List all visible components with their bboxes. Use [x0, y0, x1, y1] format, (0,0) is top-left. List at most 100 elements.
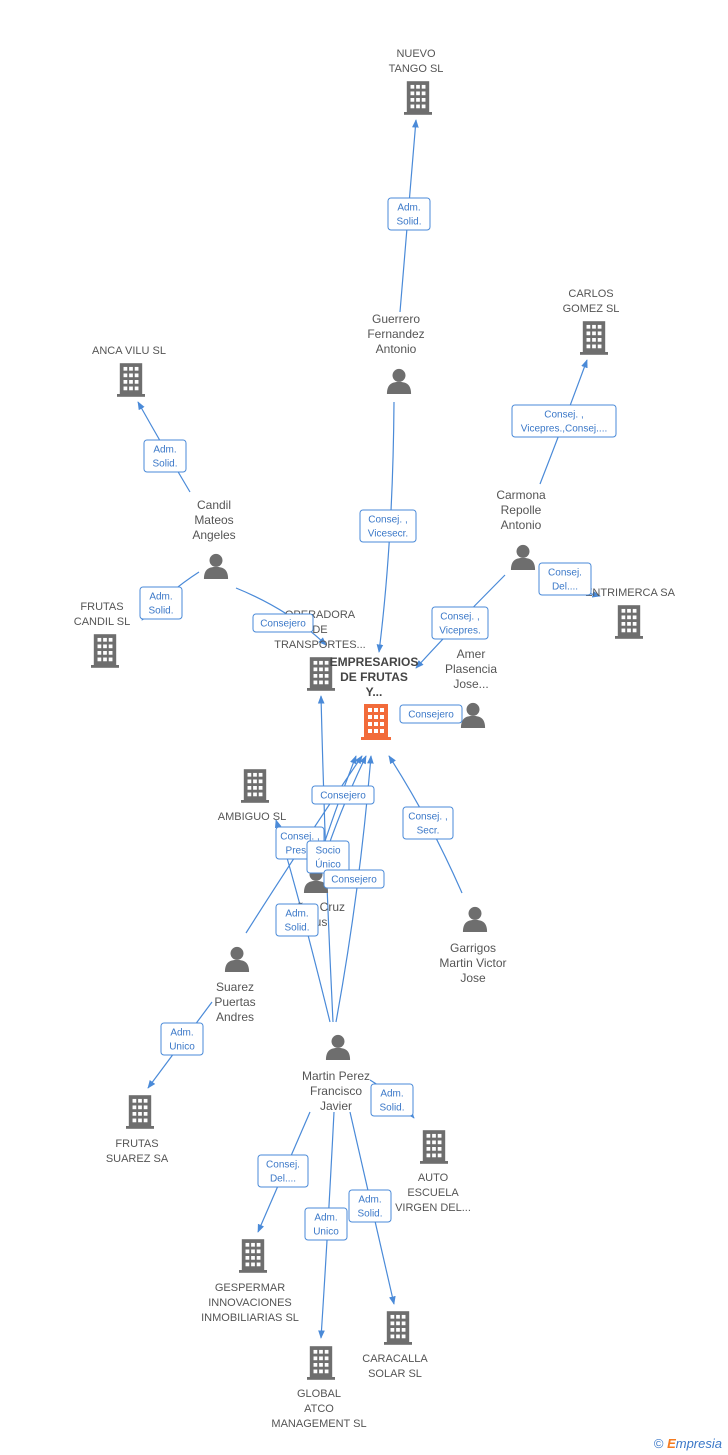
- edge-label[interactable]: Consej. Del....: [257, 1154, 309, 1188]
- edge-label[interactable]: Consej. ,Secr.: [402, 806, 454, 840]
- edge-label[interactable]: Consej. ,Vicepres.,Consej....: [511, 404, 617, 438]
- company-label-line: TRANSPORTES...: [274, 639, 365, 651]
- edge-label-box: [402, 806, 454, 840]
- building-icon: [384, 1311, 412, 1345]
- edge-label-box: [538, 562, 592, 596]
- company-label-line: INMOBILIARIAS SL: [201, 1312, 299, 1324]
- edge-label[interactable]: Consej.Del....: [538, 562, 592, 596]
- company-label-line: ATCO: [304, 1403, 334, 1415]
- edge-label-line: Consejero: [331, 875, 377, 886]
- edge-labels: Adm.Solid.Consej. ,Vicepres.,Consej....A…: [139, 197, 617, 1241]
- person-icon: [224, 946, 250, 972]
- edge-label[interactable]: Adm.Solid.: [348, 1189, 392, 1223]
- company-label-line: VIRGEN DEL...: [395, 1202, 471, 1214]
- edge-label-text: Consejero: [408, 710, 454, 721]
- edge-label-line: Unico: [313, 1227, 339, 1238]
- edge-label[interactable]: Consej. ,Vicepres.: [431, 606, 489, 640]
- edge-label[interactable]: Consejero: [311, 785, 375, 805]
- edge-label[interactable]: Adm.Unico: [160, 1022, 204, 1056]
- building-icon: [307, 1346, 335, 1380]
- edge-label-line: Consej.: [548, 568, 582, 579]
- edge-label-text: Consej. , Vicesecr.: [368, 515, 408, 540]
- edge-label-line: Solid.: [152, 459, 177, 470]
- person-label-line: Jose: [460, 971, 486, 985]
- building-icon: [241, 769, 269, 803]
- person-label-line: Puertas: [214, 995, 255, 1009]
- edge-label-text: Consejero: [331, 875, 377, 886]
- person-label-line: Javier: [320, 1099, 352, 1113]
- edge-label-line: Solid.: [148, 606, 173, 617]
- company-label-line: SOLAR SL: [368, 1368, 422, 1380]
- edge-label-line: Vicesecr.: [368, 529, 408, 540]
- person-label-line: Garrigos: [450, 941, 496, 955]
- edge-label[interactable]: Adm.Solid.: [387, 197, 431, 231]
- edge-label-line: Adm.: [170, 1028, 193, 1039]
- company-node-anca-vilu[interactable]: ANCA VILU SL: [92, 345, 166, 397]
- person-label-line: Amer: [457, 647, 486, 661]
- edge-label-text: Consejero: [260, 619, 306, 630]
- edge-label-line: Consej.: [266, 1160, 300, 1171]
- person-label-line: Francisco: [310, 1084, 362, 1098]
- edge-label-text: Consej. ,Vicepres.: [439, 612, 481, 637]
- edge-label-box: [252, 613, 314, 633]
- edge-label-box: [143, 439, 187, 473]
- edge-label-line: Socio: [315, 846, 340, 857]
- edge-label[interactable]: Consejero: [399, 704, 463, 724]
- company-node-ambiguo[interactable]: AMBIGUO SL: [218, 769, 286, 823]
- company-label-line: ANCA VILU SL: [92, 345, 166, 357]
- edge-label[interactable]: Adm.Solid.: [139, 586, 183, 620]
- company-label: ANCA VILU SL: [92, 345, 166, 357]
- edge-label[interactable]: Consejero: [252, 613, 314, 633]
- edge-label-text: Adm.Solid.: [284, 909, 309, 934]
- edge-label[interactable]: Consej. , Vicesecr.: [359, 509, 417, 543]
- company-label-line: AUTO: [418, 1172, 449, 1184]
- edge-label[interactable]: Adm.Unico: [304, 1207, 348, 1241]
- edge-label[interactable]: Adm.Solid.: [143, 439, 187, 473]
- company-label-line: CARLOS: [568, 288, 613, 300]
- edge-label-line: Pres...: [286, 846, 315, 857]
- edge-label-box: [370, 1083, 414, 1117]
- edge-label-line: Consej. ,: [280, 832, 319, 843]
- edge-label-line: Del....: [270, 1174, 296, 1185]
- edge-label-text: Adm.Solid.: [357, 1195, 382, 1220]
- edge-label-box: [275, 903, 319, 937]
- building-icon: [126, 1095, 154, 1129]
- edge-label-box: [257, 1154, 309, 1188]
- edge-label[interactable]: Adm.Solid.: [275, 903, 319, 937]
- person-icon: [510, 544, 536, 570]
- edge-label-text: Adm.Solid.: [152, 445, 177, 470]
- edge-label[interactable]: Consejero: [323, 869, 385, 889]
- person-icon: [325, 1034, 351, 1060]
- edge-label[interactable]: Adm.Solid.: [370, 1083, 414, 1117]
- edge-label-line: Consej. ,: [368, 515, 407, 526]
- building-icon: [580, 321, 608, 355]
- edge-label-box: [431, 606, 489, 640]
- company-node-entrimerca[interactable]: ENTRIMERCA SA: [585, 587, 676, 639]
